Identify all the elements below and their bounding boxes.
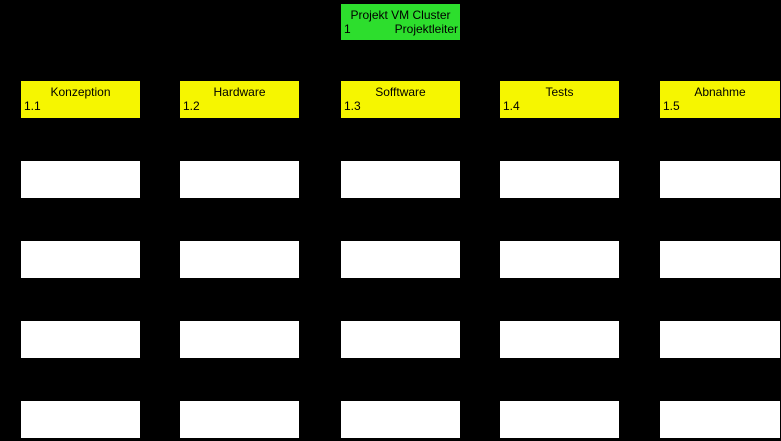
- task-box[interactable]: [21, 321, 140, 358]
- task-box[interactable]: [180, 241, 299, 278]
- task-box[interactable]: [21, 161, 140, 198]
- phase-number: 1.2: [183, 99, 200, 113]
- task-box[interactable]: [341, 401, 460, 438]
- phase-node-konzeption[interactable]: Konzeption 1.1: [21, 81, 140, 118]
- phase-title: Sofftware: [375, 85, 426, 99]
- phase-title: Hardware: [213, 85, 266, 99]
- phase-node-sofftware[interactable]: Sofftware 1.3: [341, 81, 460, 118]
- phase-number: 1.4: [503, 99, 520, 113]
- task-box[interactable]: [500, 401, 619, 438]
- task-box[interactable]: [180, 401, 299, 438]
- phase-node-hardware[interactable]: Hardware 1.2: [180, 81, 299, 118]
- root-node-projekt-vm-cluster[interactable]: Projekt VM Cluster 1 Projektleiter: [341, 4, 460, 40]
- phase-node-tests[interactable]: Tests 1.4: [500, 81, 619, 118]
- phase-title: Abnahme: [694, 85, 746, 99]
- task-box[interactable]: [500, 241, 619, 278]
- root-number: 1: [344, 22, 351, 36]
- task-box[interactable]: [21, 401, 140, 438]
- task-box[interactable]: [180, 161, 299, 198]
- task-box[interactable]: [500, 321, 619, 358]
- task-box[interactable]: [341, 161, 460, 198]
- task-box[interactable]: [660, 161, 780, 198]
- task-box[interactable]: [660, 401, 780, 438]
- phase-title: Konzeption: [50, 85, 111, 99]
- task-box[interactable]: [500, 161, 619, 198]
- phase-number: 1.5: [663, 99, 680, 113]
- root-meta-line: 1 Projektleiter: [341, 22, 460, 36]
- root-role: Projektleiter: [394, 22, 458, 36]
- task-box[interactable]: [341, 241, 460, 278]
- task-box[interactable]: [660, 321, 780, 358]
- task-box[interactable]: [660, 241, 780, 278]
- phase-title: Tests: [545, 85, 574, 99]
- task-box[interactable]: [341, 321, 460, 358]
- phase-node-abnahme[interactable]: Abnahme 1.5: [660, 81, 780, 118]
- phase-number: 1.1: [24, 99, 41, 113]
- task-box[interactable]: [21, 241, 140, 278]
- task-box[interactable]: [180, 321, 299, 358]
- phase-number: 1.3: [344, 99, 361, 113]
- root-title: Projekt VM Cluster: [350, 8, 451, 22]
